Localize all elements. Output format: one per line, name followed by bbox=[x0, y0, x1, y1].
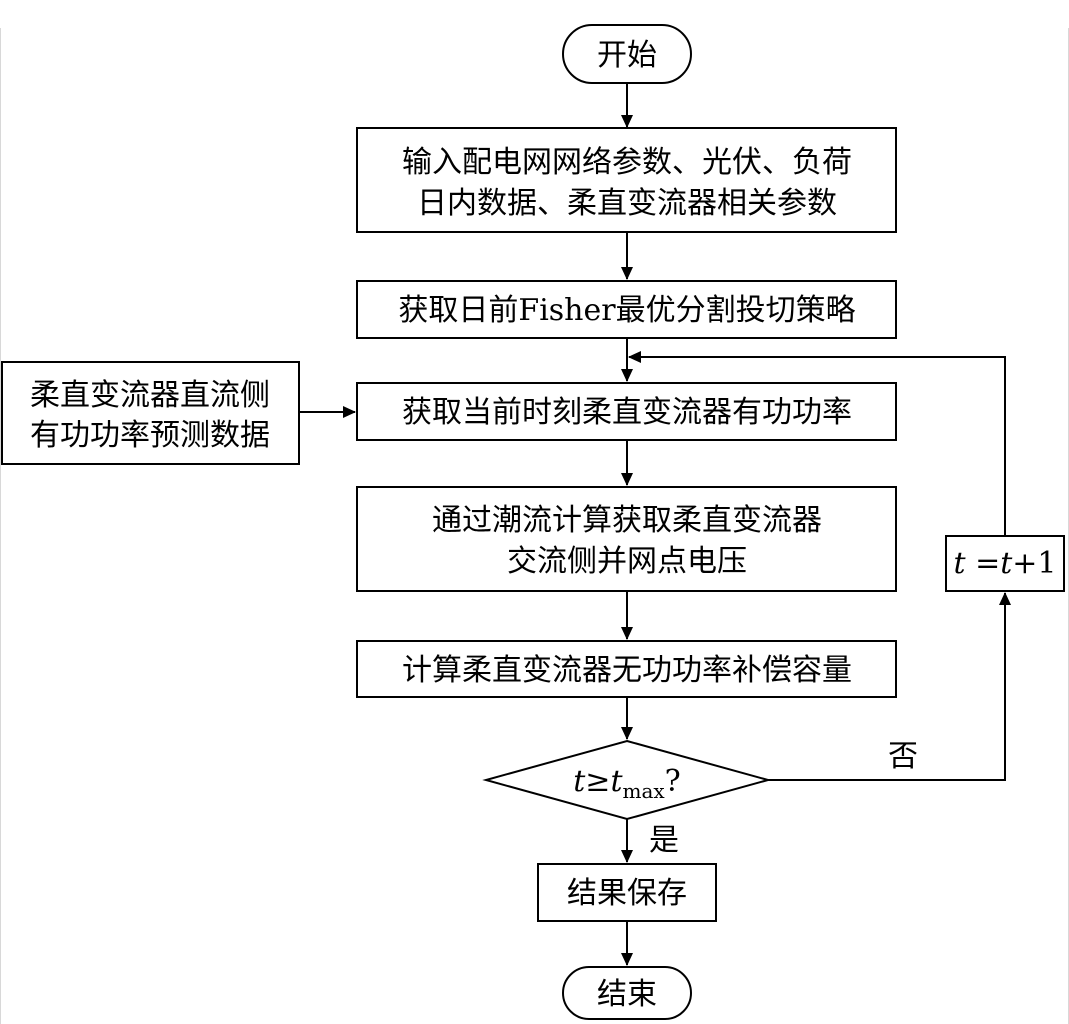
end-label: 结束 bbox=[597, 977, 657, 1012]
powerflow-line1: 通过潮流计算获取柔直变流器 bbox=[432, 503, 822, 538]
end-terminator bbox=[562, 966, 692, 1020]
dc-forecast-box bbox=[1, 361, 300, 465]
fisher-strategy-box bbox=[356, 280, 897, 339]
reactive-power-box bbox=[356, 640, 897, 698]
arrow-loop-back bbox=[628, 351, 1006, 536]
dc-forecast-line1: 柔直变流器直流侧 bbox=[30, 378, 270, 413]
dc-forecast-line2: 有功功率预测数据 bbox=[30, 418, 270, 453]
active-power-box bbox=[356, 382, 897, 441]
arrow-decision-no bbox=[768, 592, 1011, 781]
save-results-box bbox=[537, 863, 717, 922]
input-params-line1: 输入配电网网络参数、光伏、负荷 bbox=[402, 145, 852, 180]
input-params-box bbox=[356, 127, 897, 233]
fisher-strategy-label: 获取日前Fisher最优分割投切策略 bbox=[398, 293, 855, 328]
start-label: 开始 bbox=[597, 38, 657, 73]
active-power-label: 获取当前时刻柔直变流器有功功率 bbox=[402, 395, 852, 430]
increment-label: t =t+1 bbox=[953, 546, 1056, 581]
decision-condition: t≥tmax? bbox=[573, 764, 681, 803]
yes-label: 是 bbox=[649, 823, 679, 858]
reactive-power-label: 计算柔直变流器无功功率补偿容量 bbox=[402, 653, 852, 688]
save-results-label: 结果保存 bbox=[567, 876, 687, 911]
increment-box bbox=[945, 535, 1065, 592]
powerflow-line2: 交流侧并网点电压 bbox=[507, 544, 747, 579]
input-params-line2: 日内数据、柔直变流器相关参数 bbox=[417, 186, 837, 221]
no-label: 否 bbox=[888, 739, 918, 774]
